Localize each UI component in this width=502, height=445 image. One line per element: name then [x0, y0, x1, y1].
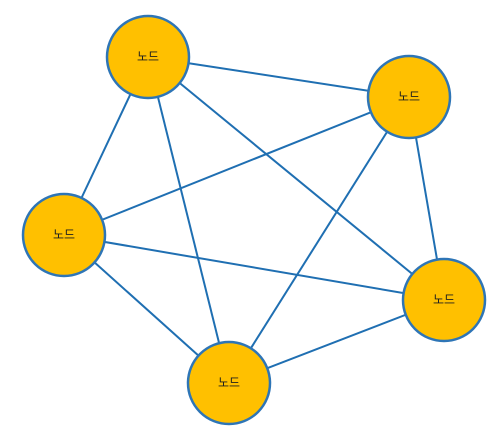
node-2[interactable]: 노드: [366, 54, 452, 140]
node-4-label: 노드: [433, 293, 455, 307]
node-4-circle[interactable]: [401, 257, 487, 343]
node-3-label: 노드: [53, 228, 75, 242]
node-1-label: 노드: [137, 50, 159, 64]
edge-n1-n4: [147, 56, 445, 301]
node-1-circle[interactable]: [105, 14, 191, 100]
node-5[interactable]: 노드: [186, 340, 272, 426]
edge-n3-n4: [63, 234, 445, 301]
edge-n1-n2: [147, 56, 410, 98]
node-3-circle[interactable]: [21, 192, 107, 278]
node-5-circle[interactable]: [186, 340, 272, 426]
node-2-circle[interactable]: [366, 54, 452, 140]
nodes-layer: 노드 노드 노드 노드 노드: [21, 14, 487, 426]
node-2-label: 노드: [398, 90, 420, 104]
node-3[interactable]: 노드: [21, 192, 107, 278]
edge-n2-n3: [63, 96, 410, 236]
node-1[interactable]: 노드: [105, 14, 191, 100]
node-5-label: 노드: [218, 376, 240, 390]
edge-n2-n5: [228, 96, 410, 384]
edge-n1-n5: [147, 56, 230, 384]
node-4[interactable]: 노드: [401, 257, 487, 343]
